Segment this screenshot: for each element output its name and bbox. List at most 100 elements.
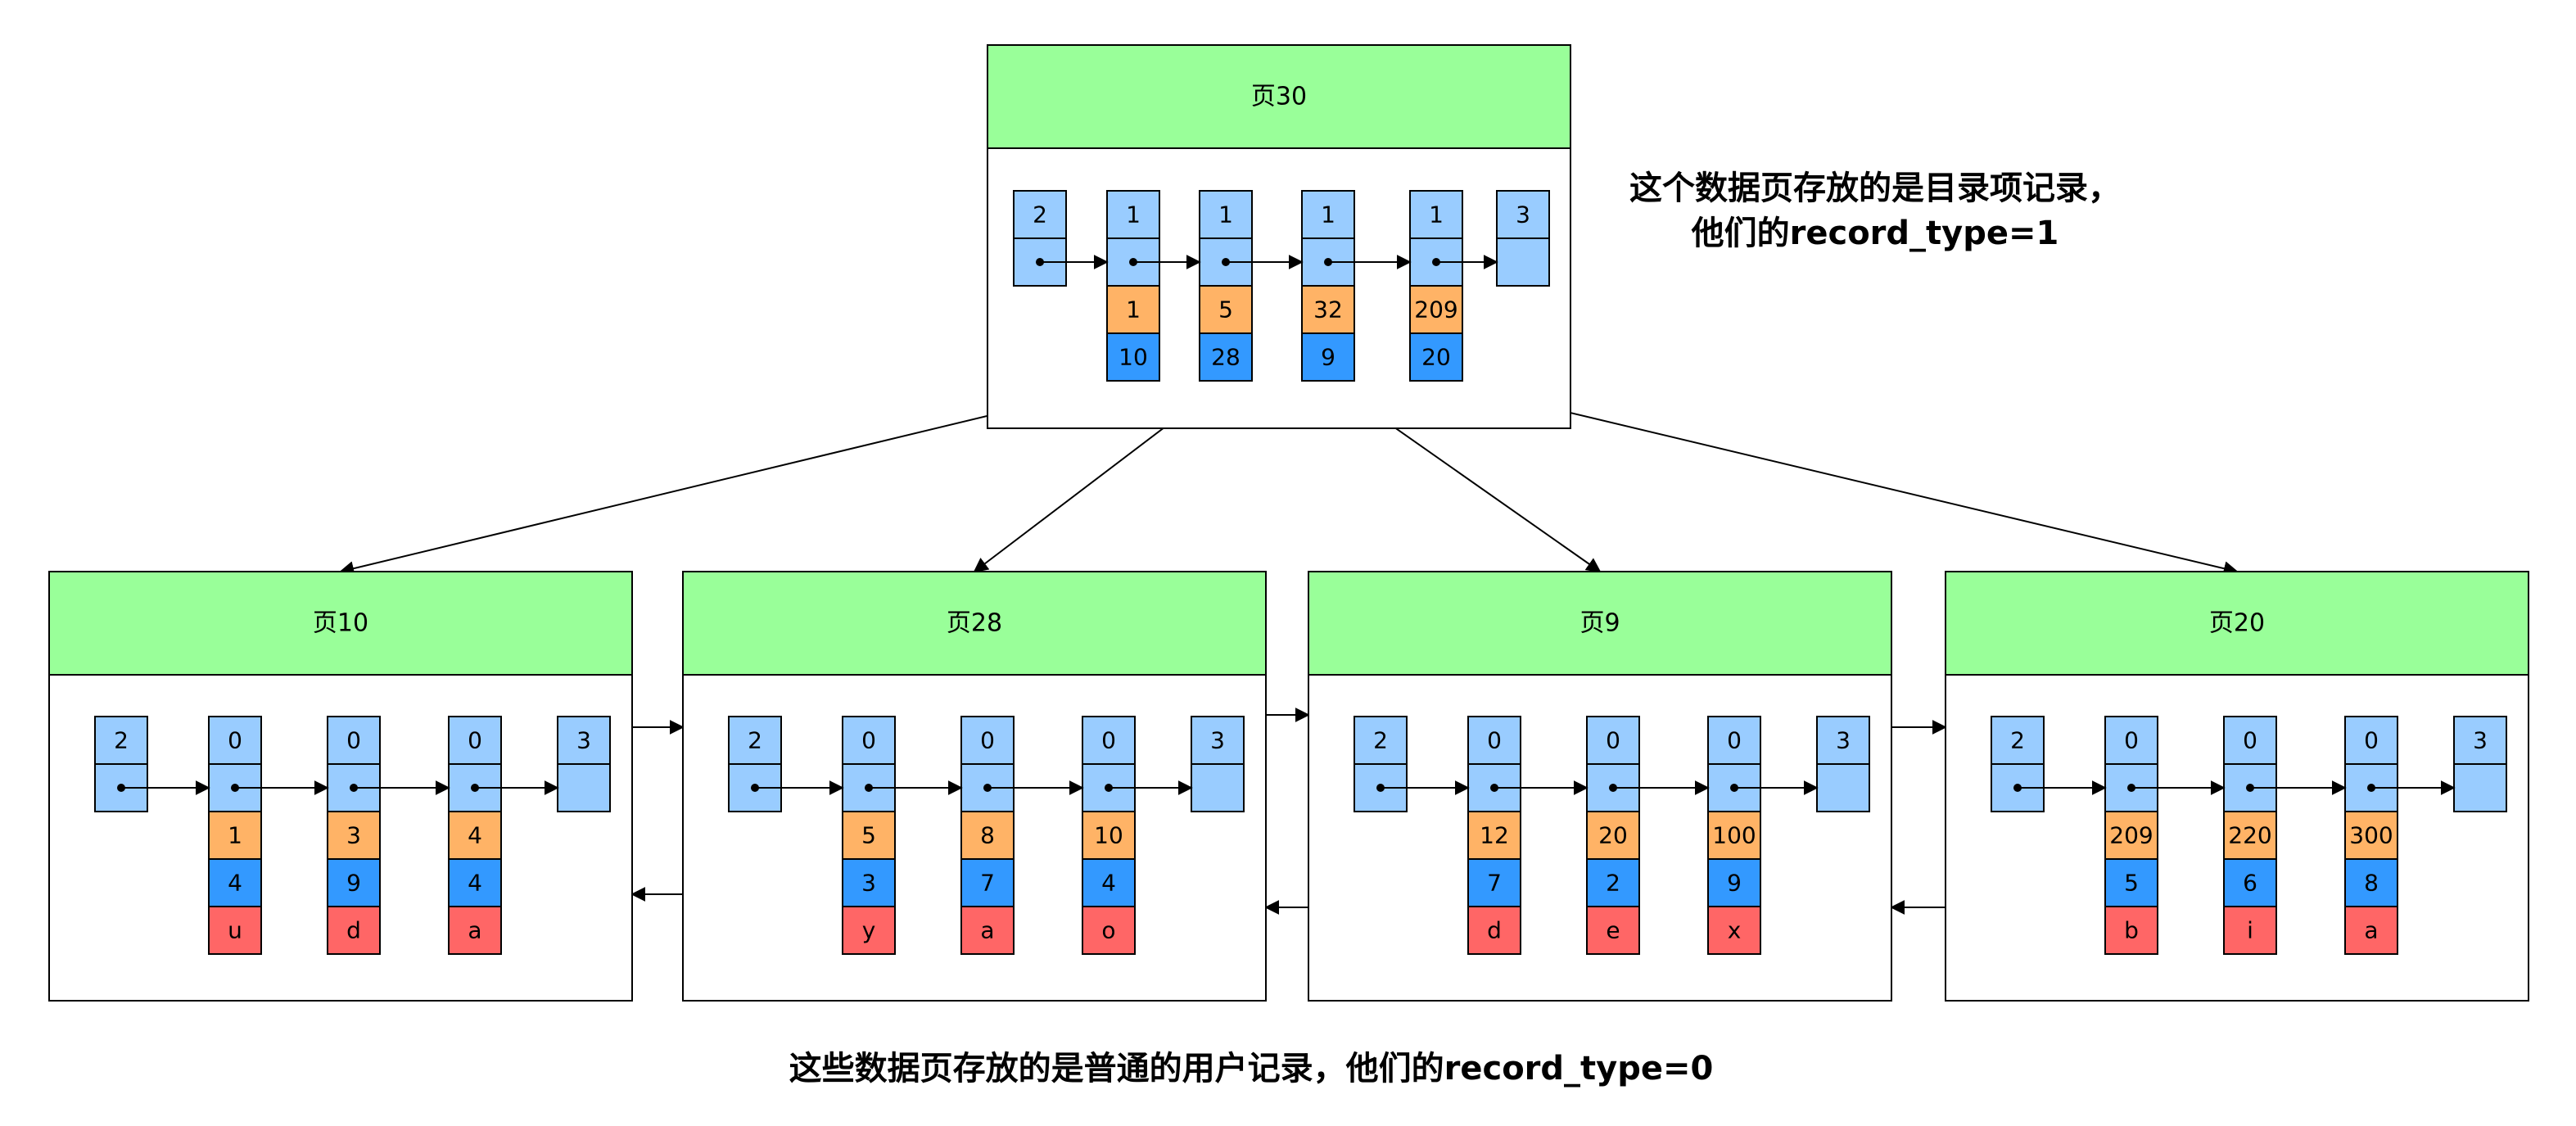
- page-leaf-4-record-2-key: 220: [2228, 822, 2271, 849]
- page-leaf-4-supremum-label: 3: [2473, 727, 2488, 754]
- page-leaf-4-record-2-type: 0: [2243, 727, 2257, 754]
- page-leaf-4-infimum-label: 2: [2010, 727, 2025, 754]
- page-leaf-1-record-1-type-cell: [208, 716, 262, 765]
- page-root-record-3-type-cell: [1301, 190, 1355, 239]
- page-leaf-2-record-2-key-cell: [960, 811, 1015, 860]
- page-leaf-4-record-3-type: 0: [2364, 727, 2379, 754]
- page-leaf-2-record-2-key: 8: [980, 822, 995, 849]
- page-root-record-4-type-cell: [1409, 190, 1463, 239]
- page-leaf-1-record-1-col2: 4: [228, 870, 242, 897]
- page-leaf-4-record-3-col3-cell: [2344, 906, 2398, 955]
- page-root-record-1-key: 1: [1126, 296, 1141, 323]
- page-leaf-4-record-3-col3: a: [2364, 917, 2378, 944]
- leaf-note: 这些数据页存放的是普通的用户记录，他们的record_type=0: [789, 1050, 1714, 1088]
- page-leaf-2-record-3-key-cell: [1082, 811, 1136, 860]
- page-leaf-1-record-2-type-cell: [327, 716, 381, 765]
- page-root-record-4-key: 209: [1414, 296, 1457, 323]
- page-leaf-3-record-1-col3-cell: [1467, 906, 1521, 955]
- page-leaf-3-record-3-type-cell: [1707, 716, 1761, 765]
- page-leaf-1-supremum-next: [557, 763, 611, 812]
- page-leaf-2-title: 页28: [947, 609, 1002, 638]
- page-leaf-2-record-3-col2-cell: [1082, 858, 1136, 907]
- page-leaf-4-record-2-type-cell: [2223, 716, 2277, 765]
- page-root-supremum-type: [1496, 190, 1550, 239]
- page-root-record-1-type: 1: [1126, 201, 1141, 228]
- page-leaf-3-record-1-type: 0: [1487, 727, 1502, 754]
- page-leaf-1-record-1-key-cell: [208, 811, 262, 860]
- page-leaf-1-record-2-col2: 9: [346, 870, 361, 897]
- page-leaf-4-record-3-col2-cell: [2344, 858, 2398, 907]
- page-leaf-2-record-1-col2: 3: [861, 870, 876, 897]
- page-root-record-2-child-cell: [1199, 332, 1253, 382]
- page-leaf-1-title: 页10: [313, 609, 368, 638]
- page-leaf-2-record-1-col3: y: [862, 917, 876, 944]
- page-leaf-4-record-1-col2-cell: [2104, 858, 2158, 907]
- page-leaf-3-title: 页9: [1579, 609, 1620, 638]
- page-leaf-3-record-1-col2: 7: [1487, 870, 1502, 897]
- page-leaf-1-record-3-col3-cell: [448, 906, 502, 955]
- page-leaf-3-record-3-col3-cell: [1707, 906, 1761, 955]
- page-leaf-4-supremum-type: [2453, 716, 2507, 765]
- page-root-record-3-child-cell: [1301, 332, 1355, 382]
- page-leaf-3-record-3-key: 100: [1712, 822, 1756, 849]
- page-leaf-3-record-3-col3: x: [1728, 917, 1742, 944]
- page-leaf-2-supremum-type: [1191, 716, 1245, 765]
- page-leaf-2-record-2-col2: 7: [980, 870, 995, 897]
- page-root-supremum-next: [1496, 237, 1550, 287]
- page-root-record-1-child: 10: [1119, 344, 1148, 371]
- page-root-header: [987, 44, 1571, 149]
- page-leaf-2-record-2-type: 0: [980, 727, 995, 754]
- page-root-record-3-child: 9: [1321, 344, 1335, 371]
- page-leaf-2-record-2-col3-cell: [960, 906, 1015, 955]
- page-root-record-4-type: 1: [1429, 201, 1444, 228]
- root-note-line1: 这个数据页存放的是目录项记录，: [1629, 170, 2121, 207]
- page-leaf-4-record-1-key: 209: [2109, 822, 2153, 849]
- page-leaf-4-record-1-col3: b: [2124, 917, 2139, 944]
- notes-layer: 这个数据页存放的是目录项记录， 他们的record_type=1 这些数据页存放…: [789, 170, 2121, 1088]
- page-leaf-3-record-3-col2-cell: [1707, 858, 1761, 907]
- page-root-record-1-child-cell: [1106, 332, 1160, 382]
- page-leaf-4-record-3-key: 300: [2349, 822, 2393, 849]
- page-leaf-2-record-1-type: 0: [861, 727, 876, 754]
- page-leaf-3-record-1-col3: d: [1487, 917, 1502, 944]
- page-root-record-4-child: 20: [1421, 344, 1451, 371]
- page-leaf-1-record-2-col2-cell: [327, 858, 381, 907]
- page-leaf-4-record-3-key-cell: [2344, 811, 2398, 860]
- page-leaf-1-record-2-col3-cell: [327, 906, 381, 955]
- page-leaf-2-record-1-type-cell: [842, 716, 896, 765]
- page-leaf-4-record-2-col2-cell: [2223, 858, 2277, 907]
- page-root-supremum-label: 3: [1516, 201, 1530, 228]
- page-leaf-2-infimum-label: 2: [748, 727, 762, 754]
- page-root-record-1-type-cell: [1106, 190, 1160, 239]
- page-leaf-3-record-1-key: 12: [1480, 822, 1509, 849]
- page-leaf-1-record-1-col3: u: [228, 917, 242, 944]
- page-leaf-1-record-3-col3: a: [468, 917, 481, 944]
- page-root-record-2-child: 28: [1211, 344, 1241, 371]
- page-leaf-2-record-1-key-cell: [842, 811, 896, 860]
- page-root-record-3-type: 1: [1321, 201, 1335, 228]
- page-leaf-1-record-3-type-cell: [448, 716, 502, 765]
- page-leaf-4-record-3-type-cell: [2344, 716, 2398, 765]
- page-leaf-4-record-1-key-cell: [2104, 811, 2158, 860]
- page-leaf-2-supremum-label: 3: [1210, 727, 1225, 754]
- page-leaf-3-record-2-col3: e: [1606, 917, 1620, 944]
- page-leaf-3-infimum-type: [1354, 716, 1408, 765]
- page-leaf-2-supremum-next: [1191, 763, 1245, 812]
- page-root-record-2-type-cell: [1199, 190, 1253, 239]
- root-note-line2: 他们的record_type=1: [1691, 215, 2059, 252]
- page-leaf-4-record-1-col2: 5: [2124, 870, 2139, 897]
- page-leaf-1-record-2-key: 3: [346, 822, 361, 849]
- page-root-record-2-type: 1: [1218, 201, 1233, 228]
- page-leaf-4-record-2-col3-cell: [2223, 906, 2277, 955]
- page-leaf-1-supremum-type: [557, 716, 611, 765]
- page-leaf-3-record-2-col2: 2: [1606, 870, 1620, 897]
- page-leaf-1-supremum-label: 3: [576, 727, 591, 754]
- page-leaf-1-record-1-type: 0: [228, 727, 242, 754]
- page-leaf-2-record-3-col3: o: [1101, 917, 1115, 944]
